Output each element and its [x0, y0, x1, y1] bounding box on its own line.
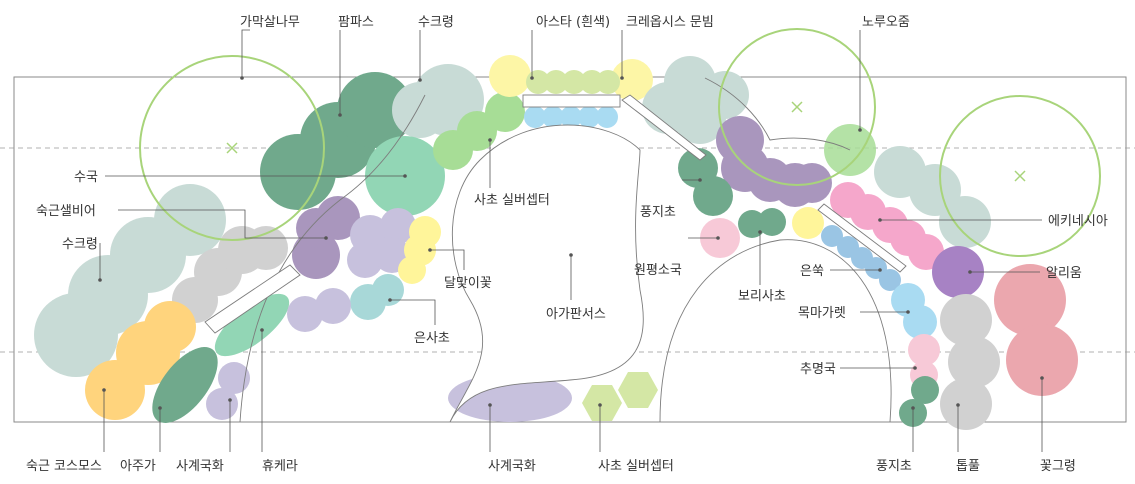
label-hakonechloa-bottom: 풍지초 — [876, 459, 912, 474]
tree-canopy-left — [139, 55, 325, 241]
label-achillea: 톱풀 — [956, 459, 980, 474]
label-cosmos: 숙근 코스모스 — [26, 459, 102, 474]
paths — [204, 77, 907, 423]
label-eragrostis: 꽃그령 — [1040, 459, 1076, 474]
tree-centers — [226, 101, 1026, 182]
label-viburnum: 가막살나무 — [240, 15, 300, 30]
label-evening-primrose: 달맞이꽃 — [444, 276, 492, 291]
plant-labels: 가막살나무 팜파스 수크령 아스타 (흰색) 크레옵시스 문빔 노루오줌 수국 … — [26, 15, 1108, 474]
label-hydrangea: 수국 — [74, 170, 98, 185]
plants — [34, 55, 1078, 430]
label-allium: 알리움 — [1046, 266, 1082, 281]
tree-canopy-right — [939, 95, 1101, 257]
label-astilbe: 노루오줌 — [862, 15, 910, 30]
label-anemone: 추명국 — [800, 362, 836, 377]
label-agapanthus: 아가판서스 — [546, 307, 606, 322]
label-marguerite: 목마가렛 — [798, 306, 846, 321]
leader-lines — [99, 29, 1043, 452]
label-pennisetum-top: 수크령 — [418, 15, 454, 30]
label-pennisetum-left: 수크령 — [62, 237, 98, 252]
label-coreopsis: 크레옵시스 문빔 — [626, 15, 714, 30]
tree-canopy-center — [718, 28, 876, 186]
label-carex-barley: 보리사초 — [738, 289, 786, 304]
label-echinacea: 에키네시아 — [1048, 214, 1108, 229]
label-heuchera: 휴케라 — [262, 459, 298, 474]
label-chrysanthemum: 원평소국 — [634, 263, 682, 278]
trees — [139, 28, 1101, 257]
label-carex-silver-small: 은사초 — [414, 331, 450, 346]
label-carex-silver: 사초 실버셉터 — [474, 193, 550, 208]
label-aster-small: 사계국화 — [176, 459, 224, 474]
label-hakonechloa: 풍지초 — [640, 205, 676, 220]
label-pampas: 팜파스 — [338, 15, 374, 30]
leader-dots — [98, 76, 1044, 410]
label-aster-bottom: 사계국화 — [488, 459, 536, 474]
label-ajuga: 아주가 — [120, 459, 156, 474]
label-carex-silver-bottom: 사초 실버셉터 — [598, 459, 674, 474]
label-artemisia: 은쑥 — [800, 264, 824, 279]
label-salvia: 숙근샐비어 — [36, 204, 96, 219]
label-aster-white: 아스타 (흰색) — [536, 15, 610, 30]
